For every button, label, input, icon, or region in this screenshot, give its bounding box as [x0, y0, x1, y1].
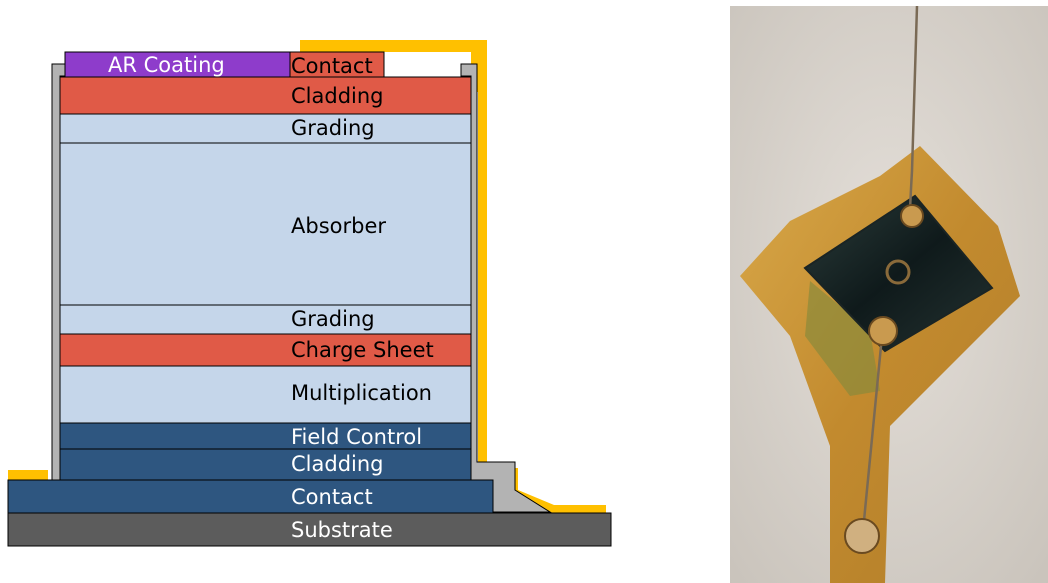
top-grading-label: Grading — [291, 116, 375, 140]
ar-coating-layer — [64, 51, 291, 78]
active-area — [885, 259, 911, 285]
bottom-grading-layer — [59, 304, 472, 335]
bottom-contact-layer — [7, 479, 494, 514]
field-control-label: Field Control — [291, 425, 422, 449]
top-cladding-layer — [59, 76, 472, 115]
photodiode-chip — [803, 194, 994, 353]
top-contact-label: Contact — [291, 54, 373, 78]
bond-ball-bottom — [844, 518, 880, 554]
ar-coating-label: AR Coating — [108, 53, 225, 77]
absorber-layer — [59, 142, 472, 306]
charge-sheet-label: Charge Sheet — [291, 338, 434, 362]
field-control-layer — [59, 422, 472, 450]
metal-contact-stub — [8, 470, 48, 480]
substrate-layer — [7, 512, 612, 547]
bottom-grading-label: Grading — [291, 307, 375, 331]
multiplication-layer — [59, 365, 472, 424]
bottom-cladding-layer — [59, 448, 472, 481]
absorber-label: Absorber — [291, 214, 386, 238]
bond-ball-middle — [868, 316, 898, 346]
bond-wire-bottom — [860, 335, 884, 542]
bottom-contact-label: Contact — [291, 485, 373, 509]
bottom-cladding-label: Cladding — [291, 452, 384, 476]
top-grading-layer — [59, 113, 472, 144]
substrate-label: Substrate — [291, 518, 393, 542]
bond-ball-top — [900, 204, 924, 228]
top-contact-layer — [289, 51, 385, 78]
apd-layer-stack-diagram: Substrate Contact Cladding Field Control… — [7, 40, 612, 547]
charge-sheet-layer — [59, 333, 472, 367]
multiplication-label: Multiplication — [291, 381, 432, 405]
device-photograph — [730, 6, 1048, 583]
top-cladding-label: Cladding — [291, 84, 384, 108]
chip-shadow — [805, 281, 880, 396]
